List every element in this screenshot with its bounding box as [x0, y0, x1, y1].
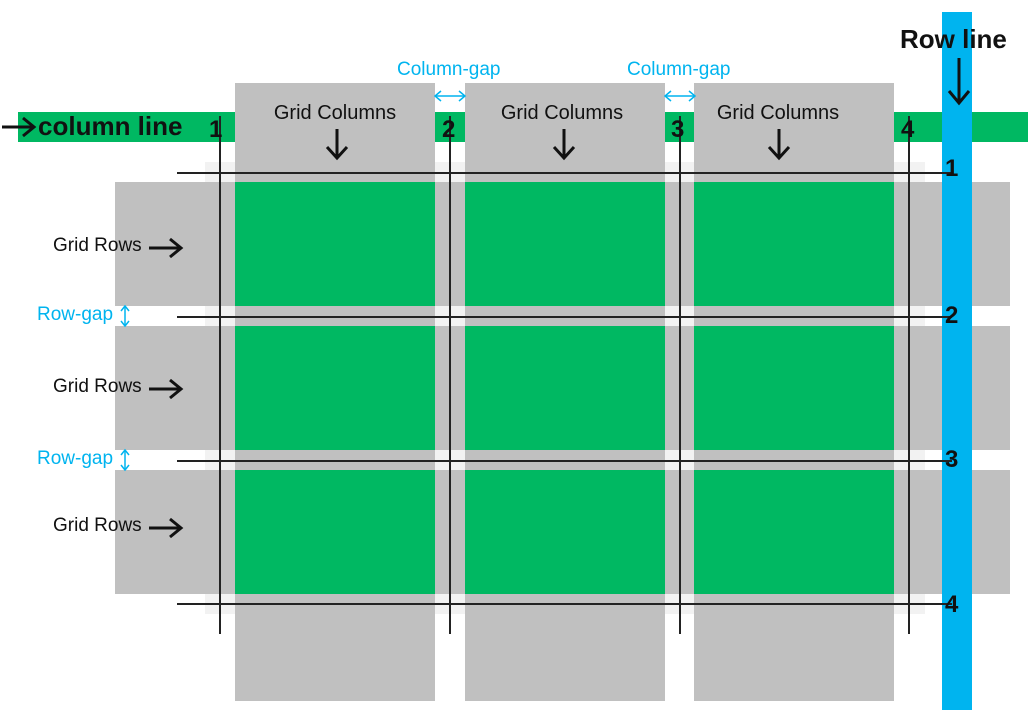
arrow-down-icon: [325, 129, 349, 161]
grid-cell-2-3: [694, 326, 894, 450]
arrow-right-icon: [149, 378, 184, 400]
row-line-4: [177, 603, 952, 605]
column-line-1: [219, 116, 221, 634]
grid-cell-2-1: [235, 326, 435, 450]
column-track-3-top: [694, 83, 894, 162]
row-line-3: [177, 460, 952, 462]
grid-columns-label-2: Grid Columns: [500, 102, 624, 124]
double-arrow-horizontal-icon: [433, 90, 467, 102]
column-track-1-top: [235, 83, 435, 162]
grid-cell-1-2: [465, 182, 665, 306]
grid-cell-1-3: [694, 182, 894, 306]
column-line-3: [679, 116, 681, 634]
row-line-1: [177, 172, 952, 174]
double-arrow-horizontal-icon: [663, 90, 697, 102]
grid-rows-label-1: Grid Rows: [53, 235, 142, 256]
arrow-right-icon: [149, 517, 184, 539]
arrow-down-icon: [947, 58, 971, 106]
grid-rows-label-2: Grid Rows: [53, 376, 142, 397]
double-arrow-vertical-icon: [120, 448, 130, 472]
grid-rows-label-3: Grid Rows: [53, 515, 142, 536]
arrow-down-icon: [552, 129, 576, 161]
double-arrow-vertical-icon: [120, 304, 130, 328]
row-line-number-1: 1: [945, 155, 959, 182]
grid-cell-3-2: [465, 470, 665, 594]
row-line-number-2: 2: [945, 302, 959, 329]
grid-cell-1-1: [235, 182, 435, 306]
row-line-2: [177, 316, 952, 318]
grid-columns-label-3: Grid Columns: [716, 102, 840, 124]
column-line-4: [908, 116, 910, 634]
column-line-number-4: 4: [901, 116, 915, 143]
column-line-number-2: 2: [442, 116, 456, 143]
row-gap-label-2: Row-gap: [37, 448, 114, 469]
row-line-number-4: 4: [945, 591, 959, 618]
column-line-number-3: 3: [671, 116, 685, 143]
column-line-number-1: 1: [209, 116, 223, 143]
grid-cell-2-2: [465, 326, 665, 450]
column-gap-label-1: Column-gap: [397, 59, 501, 80]
row-line-bar: [942, 12, 972, 710]
arrow-right-icon: [2, 116, 37, 138]
row-gap-label-1: Row-gap: [37, 304, 114, 325]
column-line-2: [449, 116, 451, 634]
arrow-right-icon: [149, 237, 184, 259]
column-line-title: column line: [38, 111, 183, 141]
grid-cell-3-3: [694, 470, 894, 594]
arrow-down-icon: [767, 129, 791, 161]
row-line-title: Row line: [900, 24, 1007, 54]
grid-columns-label-1: Grid Columns: [273, 102, 397, 124]
row-line-number-3: 3: [945, 446, 959, 473]
column-gap-label-2: Column-gap: [627, 59, 731, 80]
grid-cell-3-1: [235, 470, 435, 594]
